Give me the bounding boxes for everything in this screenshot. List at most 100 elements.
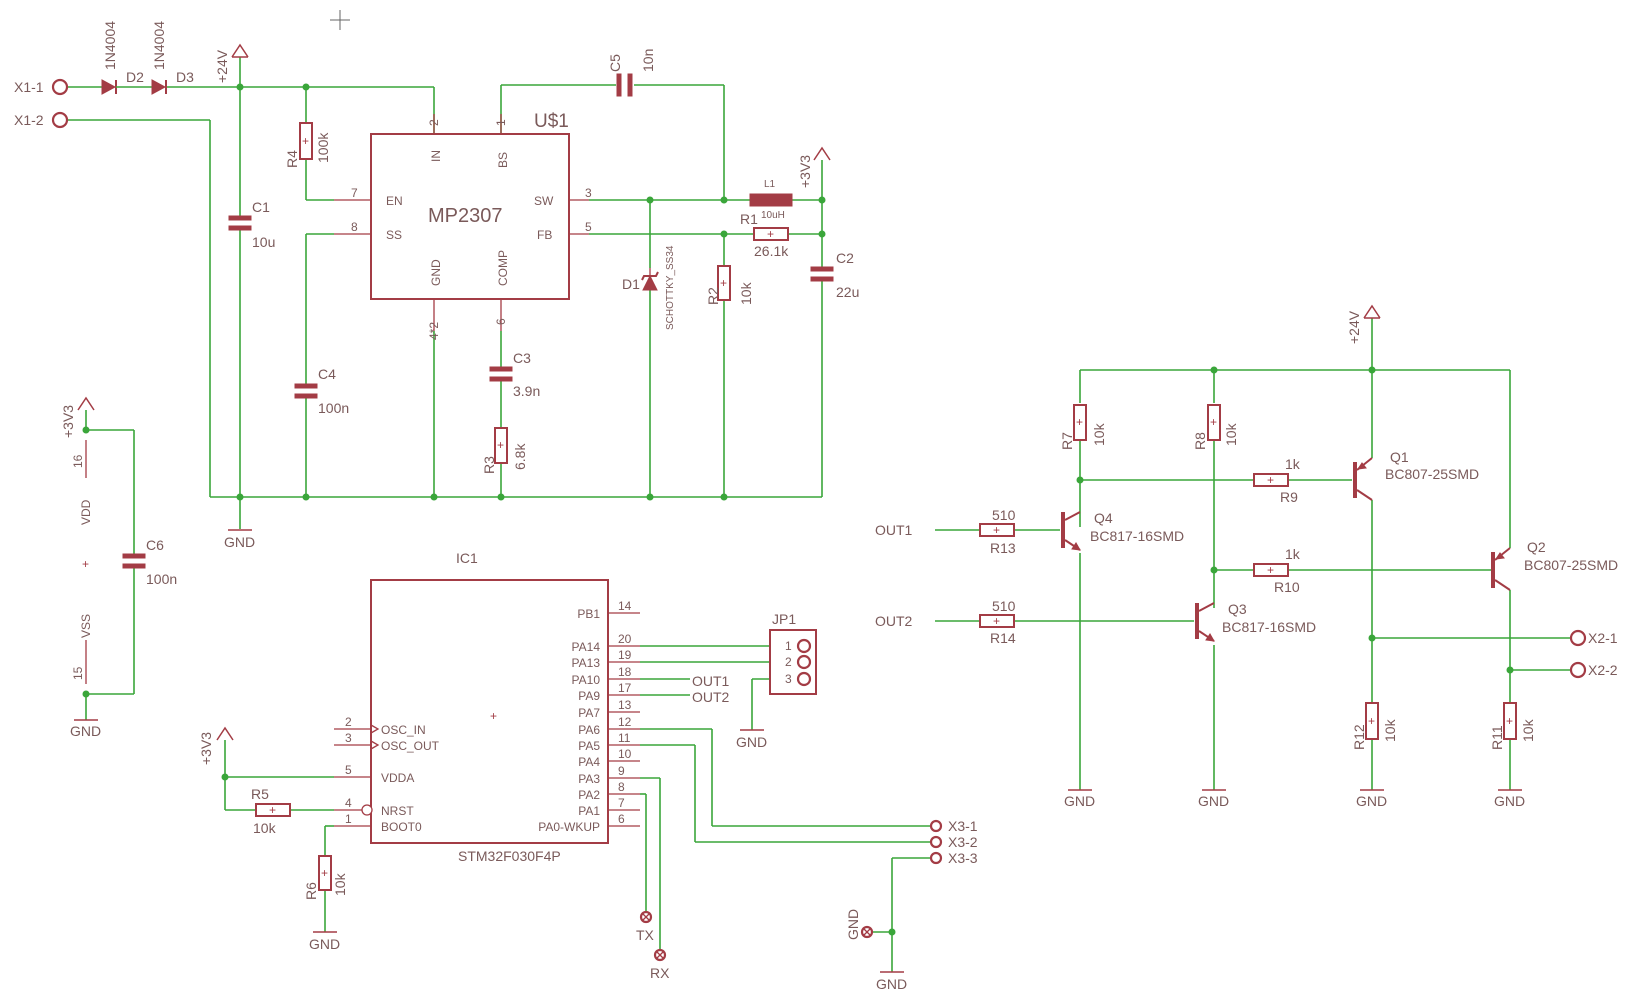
converter-ic[interactable]: U$1 MP2307 IN BS EN SS SW FB GND COMP 2 … [334, 111, 592, 340]
power-24v-input: +24V [214, 43, 249, 83]
capacitor-c1[interactable]: C1 10u [228, 199, 275, 250]
mcu-pin-number-12: 12 [618, 715, 632, 729]
c2-value: 22u [836, 284, 859, 300]
x1-1-label: X1-1 [14, 79, 44, 95]
converter-pin-fb: FB [537, 228, 552, 242]
resistor-r13[interactable]: + 510 R13 [979, 507, 1016, 556]
capacitor-c6[interactable]: C6 100n [122, 537, 177, 587]
mcu-pin-number-7: 7 [618, 796, 625, 810]
r10-value: 1k [1285, 546, 1301, 562]
converter-pin-sw: SW [534, 194, 554, 208]
mcu-pin-pa5: PA5 [578, 739, 600, 753]
capacitor-c3[interactable]: C3 3.9n [489, 350, 540, 399]
vdd-label: VDD [79, 499, 93, 525]
mcu-ic[interactable]: IC1 STM32F030F4P PB114PA1420PA1319PA1018… [334, 550, 640, 864]
r6-value: 10k [332, 872, 348, 896]
r5-name: R5 [251, 786, 269, 802]
l1-value: 10uH [761, 210, 785, 221]
connector-x3-1[interactable]: X3-1 [929, 818, 978, 834]
capacitor-c5[interactable]: C5 10n [607, 49, 656, 97]
v33-label-mcu: +3V3 [60, 405, 76, 438]
testpad-gnd[interactable]: GND [845, 909, 874, 940]
power-3v3-vdda: +3V3 [198, 726, 234, 765]
converter-pinnum-bs: 1 [494, 119, 508, 126]
connector-x3-3[interactable]: X3-3 [929, 850, 978, 866]
resistor-r3[interactable]: + R3 6.8k [481, 427, 528, 474]
transistor-q2[interactable]: Q2 BC807-25SMD [1491, 539, 1618, 591]
resistor-r2[interactable]: + R2 10k [705, 265, 754, 305]
testpad-rx[interactable]: RX [650, 948, 670, 981]
r13-value: 510 [992, 507, 1016, 523]
net-label-out2-mcu: OUT2 [692, 689, 730, 705]
resistor-r12[interactable]: + R12 10k [1351, 702, 1398, 750]
mcu-pin-number-13: 13 [618, 698, 632, 712]
r4-name: R4 [284, 150, 300, 168]
mcu-pin-osc-out: OSC_OUT [381, 739, 440, 753]
transistor-q3[interactable]: Q3 BC817-16SMD [1195, 601, 1316, 642]
capacitor-c2[interactable]: C2 22u [810, 250, 859, 300]
mcu-power-block: VDD VSS 16 15 + [71, 440, 93, 684]
resistor-r7[interactable]: + R7 10k [1059, 404, 1107, 450]
converter-name: U$1 [534, 111, 569, 132]
resistor-r4[interactable]: + R4 100k [284, 122, 331, 168]
svg-text:+: + [269, 803, 276, 817]
l1-name: L1 [764, 179, 776, 190]
resistor-r9[interactable]: + 1k R9 [1253, 456, 1301, 505]
junctions [82, 83, 1514, 936]
transistor-q4[interactable]: Q4 BC817-16SMD [1061, 510, 1184, 551]
r3-name: R3 [481, 456, 497, 474]
wires [66, 57, 1572, 972]
connector-x1-2[interactable]: X1-2 [14, 111, 69, 129]
r10-name: R10 [1274, 579, 1300, 595]
jp1-pin-3: 3 [785, 672, 792, 686]
jumper-jp1[interactable]: JP1 1 2 3 [769, 611, 817, 695]
d3-value: 1N4004 [151, 21, 167, 70]
gnd-label-jp1: GND [736, 734, 767, 750]
converter-value: MP2307 [428, 205, 503, 227]
gnd-symbol-r11: GND [1494, 789, 1525, 809]
r6-name: R6 [303, 882, 319, 900]
converter-pin-comp: COMP [496, 250, 510, 286]
gnd-symbol-r6: GND [309, 931, 340, 952]
tx-label: TX [636, 927, 655, 943]
converter-pinnum-in: 2 [427, 119, 441, 126]
mcu-pin-number-17: 17 [618, 681, 632, 695]
converter-pin-ss: SS [386, 228, 402, 242]
resistor-r1[interactable]: + R1 26.1k [740, 211, 789, 259]
connector-x1-1[interactable]: X1-1 [14, 78, 69, 96]
resistor-r8[interactable]: + R8 10k [1192, 404, 1239, 450]
resistor-r5[interactable]: + R5 10k [251, 786, 291, 836]
mcu-pin-number-11: 11 [618, 731, 631, 745]
converter-pin-gnd: GND [429, 259, 443, 286]
mcu-pin-number-8: 8 [618, 780, 625, 794]
diode-d1[interactable]: D1 SCHOTTKY_SS34 [622, 245, 676, 330]
v24-label-driver: +24V [1346, 310, 1362, 344]
inductor-l1[interactable]: L1 10uH [749, 179, 793, 221]
c5-name: C5 [607, 54, 623, 72]
diode-d2[interactable]: D2 1N4004 [101, 21, 152, 95]
transistor-q1[interactable]: Q1 BC807-25SMD [1353, 449, 1479, 501]
resistor-r14[interactable]: + 510 R14 [979, 598, 1016, 646]
r9-name: R9 [1280, 489, 1298, 505]
capacitor-c4[interactable]: C4 100n [294, 366, 349, 416]
resistor-r6[interactable]: + R6 10k [303, 855, 348, 900]
resistor-r11[interactable]: + R11 10k [1489, 702, 1536, 750]
connector-x3-2[interactable]: X3-2 [929, 834, 978, 850]
v33-label-vdda: +3V3 [198, 732, 214, 765]
c1-value: 10u [252, 234, 275, 250]
c3-name: C3 [513, 350, 531, 366]
d2-name: D2 [126, 69, 144, 85]
connector-x2-1[interactable]: X2-1 [1569, 629, 1618, 647]
diode-d3[interactable]: D3 1N4004 [151, 21, 194, 95]
mcu-pin-number-5: 5 [345, 763, 352, 777]
testpad-tx[interactable]: TX [636, 910, 655, 943]
jp1-pin-1: 1 [785, 639, 792, 653]
mcu-pin-number-6: 6 [618, 812, 625, 826]
resistor-r10[interactable]: + 1k R10 [1253, 546, 1301, 595]
x3-3-label: X3-3 [948, 850, 978, 866]
c4-value: 100n [318, 400, 349, 416]
mcu-right-pins: PB114PA1420PA1319PA1018PA917PA713PA612PA… [538, 599, 640, 834]
connector-x2-2[interactable]: X2-2 [1569, 661, 1618, 679]
r2-name: R2 [705, 287, 721, 305]
